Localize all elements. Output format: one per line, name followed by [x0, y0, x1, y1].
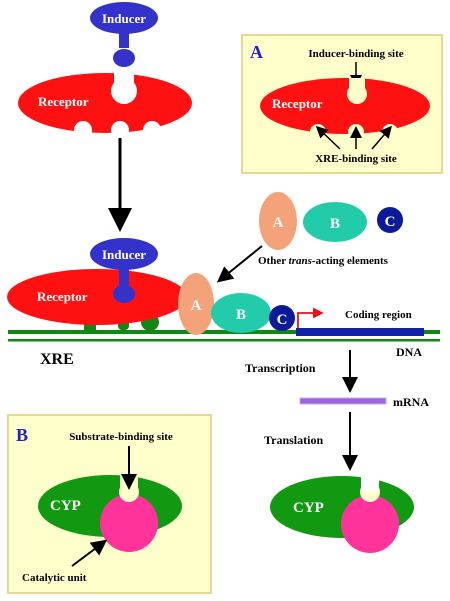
panel-a-letter: A: [250, 42, 263, 62]
transcription-start-arrow-icon: [297, 307, 324, 328]
dna-label: DNA: [396, 345, 422, 359]
panel-b: B Substrate-binding site CYP Catalytic u…: [7, 414, 212, 594]
bound-factors: A B C: [178, 273, 295, 335]
bound-factor-b-label: B: [236, 307, 246, 323]
bound-receptor: Receptor: [7, 269, 187, 325]
bound-inducer: Inducer: [90, 238, 158, 303]
coding-region-bar: [296, 328, 424, 336]
bound-factor-a-label: A: [191, 298, 202, 314]
mrna-strand: [299, 397, 387, 405]
xre-site-pointer-right: [371, 125, 392, 150]
coding-region-label: Coding region: [345, 309, 412, 321]
xre-binding-site-label: XRE-binding site: [315, 153, 397, 165]
catalytic-unit-pointer: [71, 539, 108, 567]
cyp-product: CYP: [270, 475, 414, 553]
inducer-top-label: Inducer: [102, 11, 146, 26]
trans-acting-elements: A B C Other trans-acting elements: [258, 192, 403, 267]
substrate-binding-site-label: Substrate-binding site: [69, 431, 173, 443]
xre-label: XRE: [40, 351, 74, 368]
xre-site-pointer-left: [315, 125, 341, 150]
transcription-label: Transcription: [245, 361, 316, 375]
translation-label: Translation: [264, 433, 323, 447]
factor-c-label: C: [385, 214, 396, 230]
receptor-mid-label: Receptor: [37, 289, 88, 304]
other-elements-label: Other trans-acting elements: [258, 255, 389, 267]
panel-b-letter: B: [16, 425, 28, 445]
panel-a-receptor-label: Receptor: [272, 96, 323, 111]
panel-a: A Inducer-binding site Receptor XRE-bind…: [241, 34, 443, 174]
bound-factor-c-label: C: [277, 312, 288, 328]
dna-strand: [8, 330, 440, 342]
inducer-binding-site-label: Inducer-binding site: [308, 48, 403, 60]
free-inducer: Inducer: [90, 2, 158, 67]
panel-b-cyp-label: CYP: [50, 498, 81, 514]
recruitment-arrow: [216, 245, 263, 283]
free-receptor: Receptor: [18, 72, 192, 139]
inducer-mid-label: Inducer: [102, 247, 146, 262]
factor-b-label: B: [330, 216, 340, 232]
catalytic-unit-label: Catalytic unit: [22, 572, 87, 584]
receptor-top-label: Receptor: [38, 94, 89, 109]
cyp-product-label: CYP: [293, 500, 324, 516]
factor-a-label: A: [273, 215, 284, 231]
mrna-label: mRNA: [393, 395, 429, 409]
